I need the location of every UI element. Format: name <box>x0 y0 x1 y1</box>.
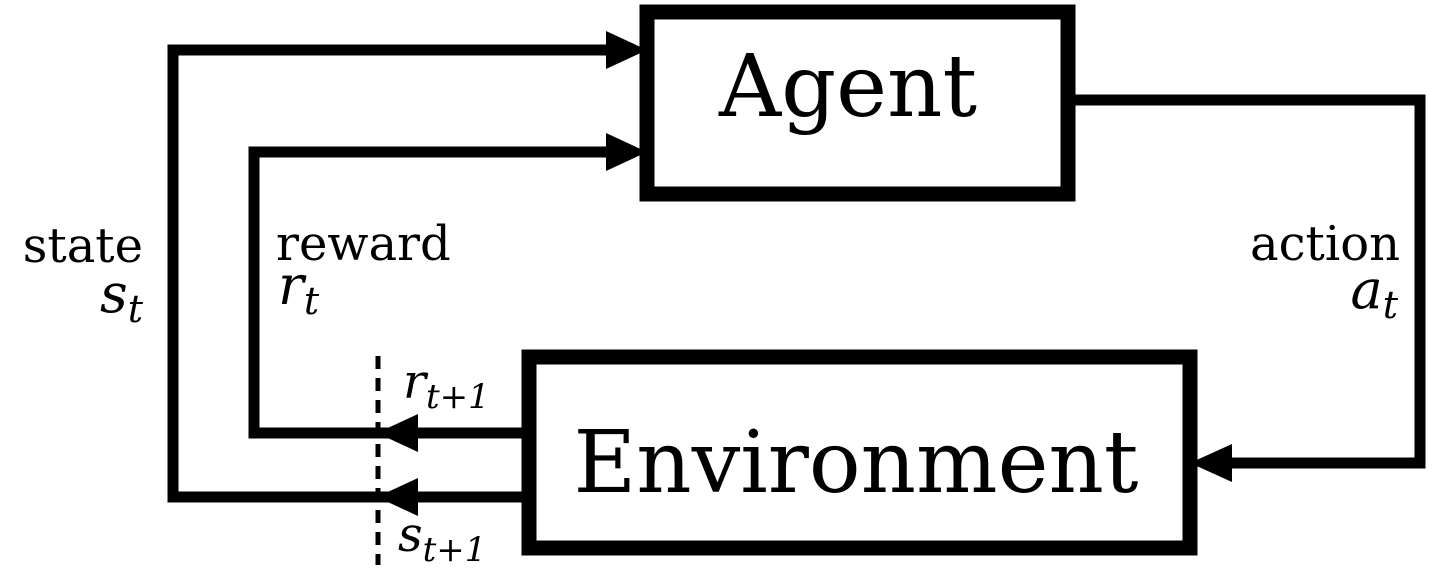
agent-label: Agent <box>718 37 977 137</box>
state-symbol: s <box>100 262 128 325</box>
next-reward-symbol: r <box>403 354 429 410</box>
action-symbol-group: at <box>1351 258 1399 327</box>
state-subscript: t <box>128 287 144 331</box>
state-symbol-group: st <box>100 262 144 331</box>
agent-box <box>639 4 1076 202</box>
next-reward-group: rt+1 <box>403 354 490 417</box>
environment-label: Environment <box>574 413 1139 513</box>
action-subscript: t <box>1383 283 1399 327</box>
environment-box <box>521 349 1198 556</box>
action-symbol: a <box>1351 258 1383 321</box>
action-connector <box>1068 94 1426 469</box>
reward-subscript: t <box>304 279 320 323</box>
state-connector <box>167 44 612 503</box>
next-reward-subscript: t+1 <box>426 377 490 417</box>
next-state-subscript: t+1 <box>423 530 487 570</box>
state-arrow-into-agent <box>606 31 647 69</box>
next-state-symbol: s <box>398 507 423 563</box>
action-arrow-into-environment <box>1190 444 1232 482</box>
reward-symbol-group: rt <box>278 254 320 323</box>
action-word: action <box>1250 216 1400 272</box>
reward-arrow-into-agent <box>606 133 647 171</box>
next-reward-arrow <box>377 414 418 452</box>
reward-word: reward <box>276 216 451 272</box>
state-word: state <box>23 218 143 274</box>
next-state-arrow <box>377 478 418 516</box>
reward-symbol: r <box>278 254 307 317</box>
next-state-group: st+1 <box>398 507 486 570</box>
